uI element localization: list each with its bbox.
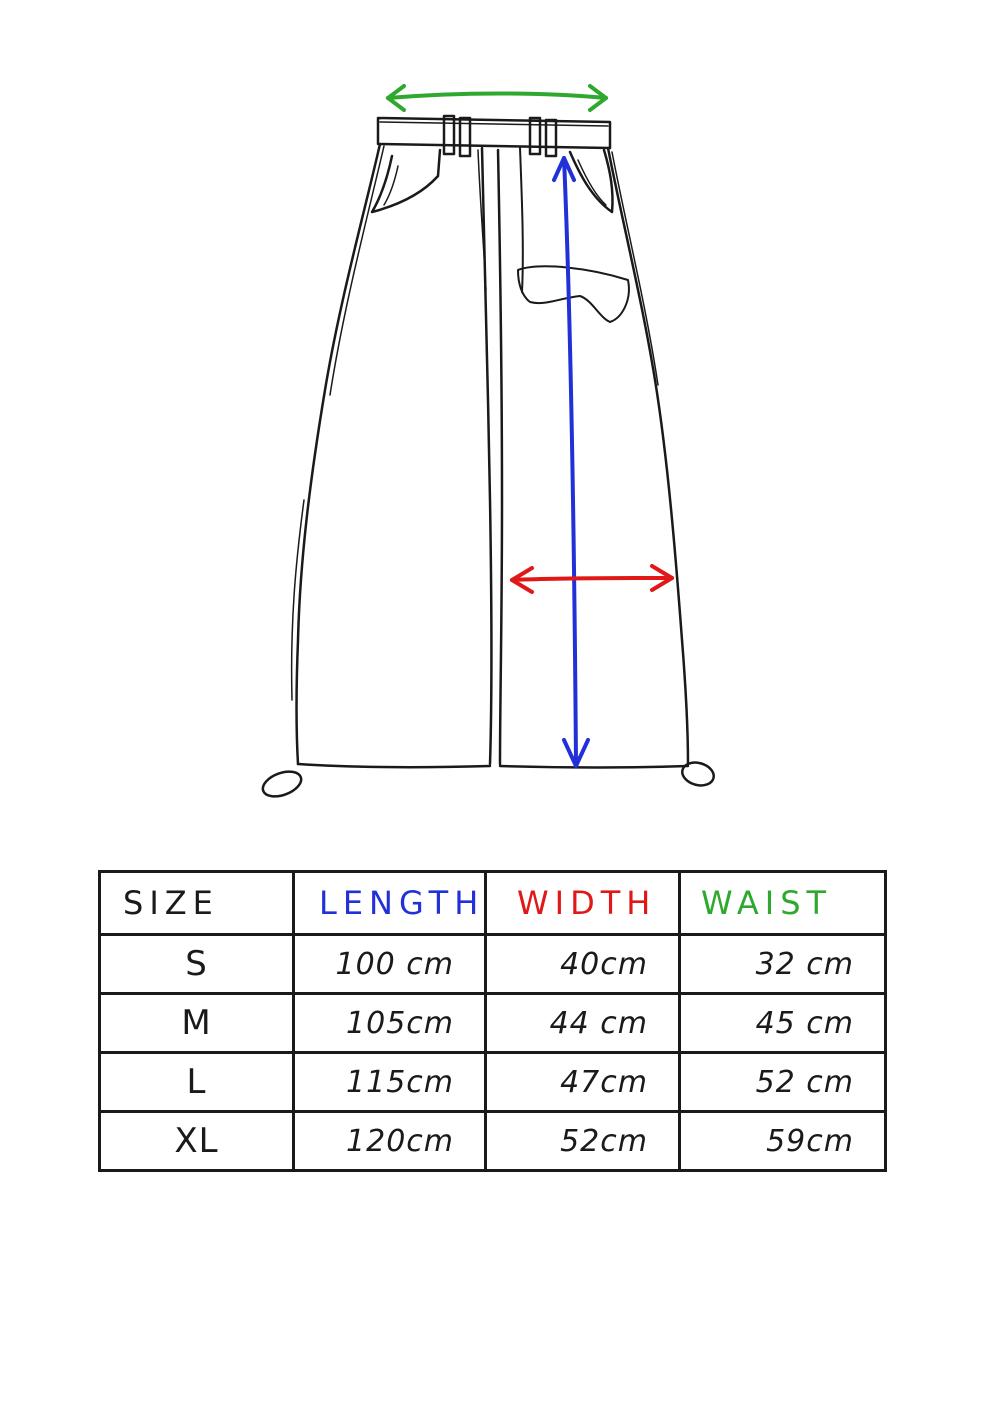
- header-waist: WAIST: [678, 870, 887, 936]
- waist-cell: 32 cm: [678, 933, 887, 995]
- width-arrow: [510, 564, 674, 594]
- cargo-flap: [517, 265, 630, 323]
- pants-sketch: [261, 84, 715, 798]
- right-hem: [498, 764, 690, 769]
- belt-loop: [528, 116, 542, 156]
- waist-cell: 52 cm: [678, 1051, 887, 1113]
- left-pocket: [370, 148, 442, 214]
- size-chart-table: SIZE LENGTH WIDTH WAIST S 100 cm 40cm 32…: [98, 870, 887, 1172]
- size-cell: S: [98, 933, 295, 995]
- header-width: WIDTH: [484, 870, 681, 936]
- right-pocket: [568, 148, 614, 214]
- right-hem-toggle: [681, 761, 715, 787]
- table-row: XL 120cm 52cm 59cm: [98, 1110, 887, 1172]
- size-cell: L: [98, 1051, 295, 1113]
- right-outer-seam: [606, 146, 690, 766]
- right-inner-seam: [496, 148, 504, 766]
- table-row: M 105cm 44 cm 45 cm: [98, 992, 887, 1054]
- left-hem: [296, 762, 492, 769]
- length-cell: 105cm: [292, 992, 487, 1054]
- width-cell: 47cm: [484, 1051, 681, 1113]
- waist-cell: 45 cm: [678, 992, 887, 1054]
- table-row: L 115cm 47cm 52 cm: [98, 1051, 887, 1113]
- left-inner-seam: [480, 146, 493, 766]
- table-header-row: SIZE LENGTH WIDTH WAIST: [98, 870, 887, 936]
- width-cell: 52cm: [484, 1110, 681, 1172]
- length-arrow: [552, 156, 590, 768]
- waist-cell: 59cm: [678, 1110, 887, 1172]
- size-cell: XL: [98, 1110, 295, 1172]
- belt-loop: [544, 118, 558, 158]
- width-cell: 40cm: [484, 933, 681, 995]
- length-cell: 120cm: [292, 1110, 487, 1172]
- length-cell: 115cm: [292, 1051, 487, 1113]
- waist-arrow: [386, 84, 608, 112]
- left-hem-toggle: [261, 770, 303, 798]
- header-size: SIZE: [98, 870, 295, 936]
- waistband: [376, 116, 612, 150]
- belt-loop: [442, 114, 456, 156]
- header-length: LENGTH: [292, 870, 487, 936]
- width-cell: 44 cm: [484, 992, 681, 1054]
- table-row: S 100 cm 40cm 32 cm: [98, 933, 887, 995]
- length-cell: 100 cm: [292, 933, 487, 995]
- belt-loop: [458, 116, 472, 158]
- left-outer-seam: [295, 142, 382, 766]
- size-cell: M: [98, 992, 295, 1054]
